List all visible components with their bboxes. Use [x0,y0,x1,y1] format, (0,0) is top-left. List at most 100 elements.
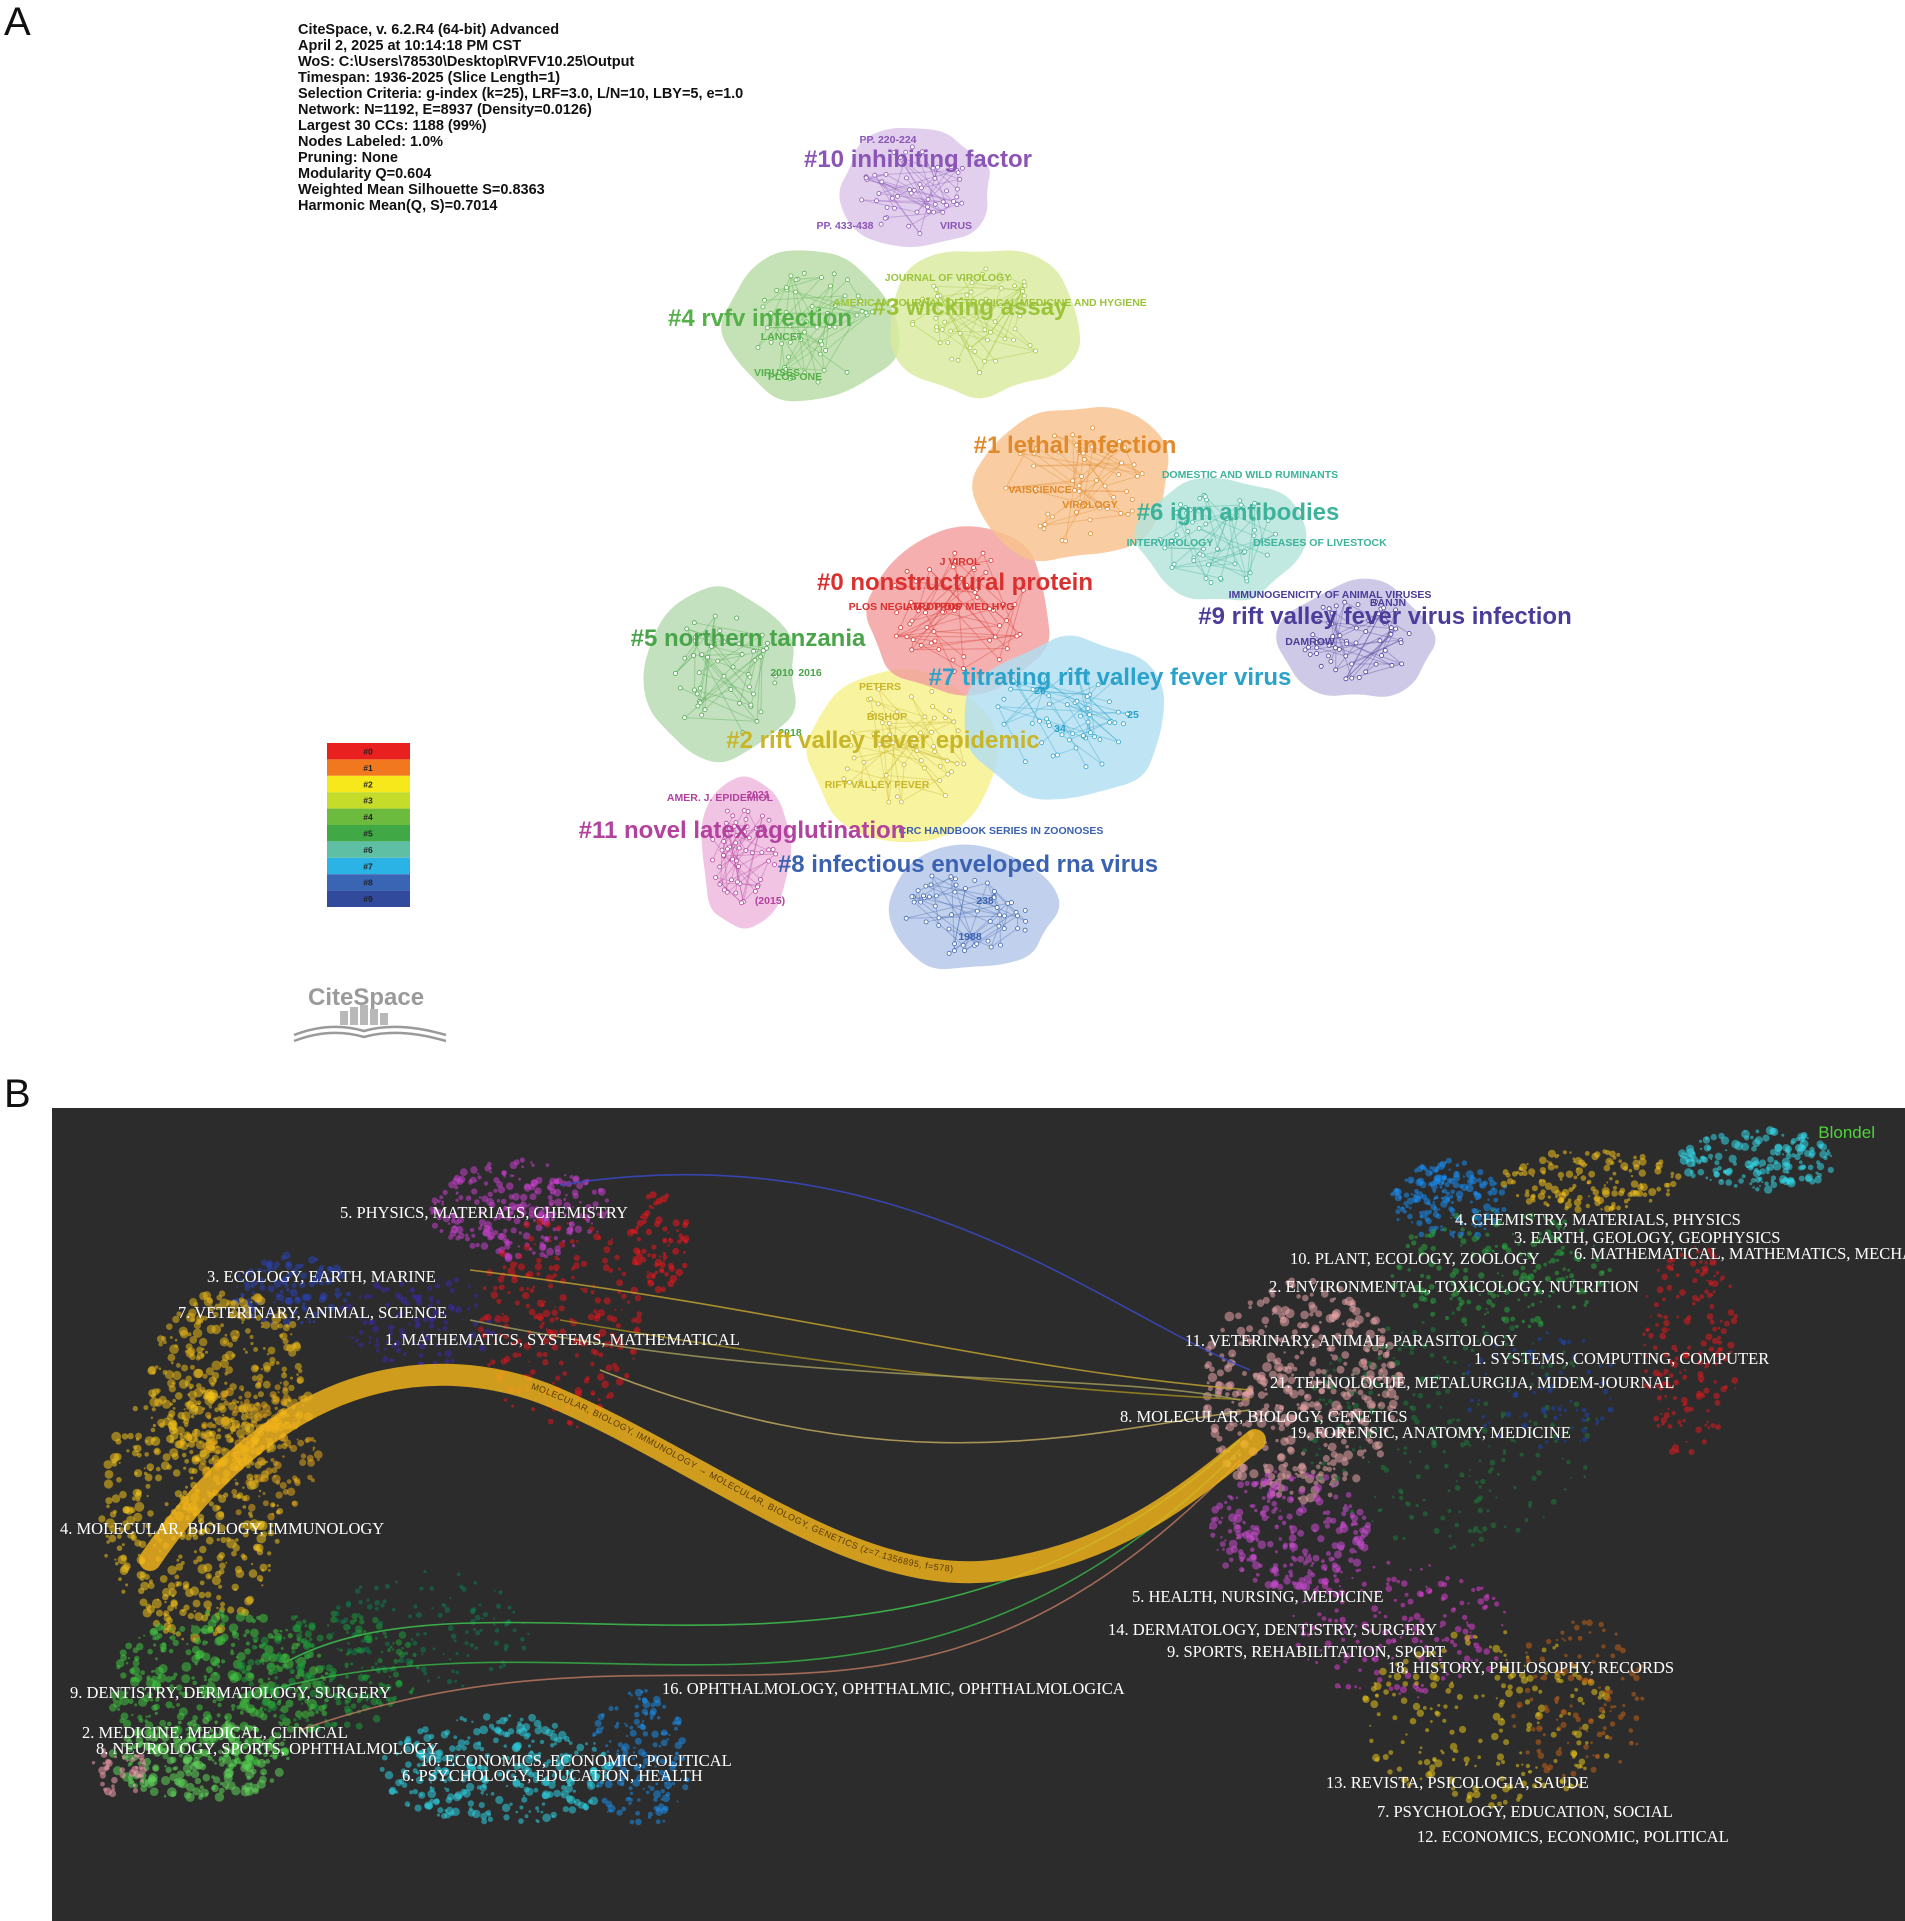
journal-point [282,1386,288,1392]
network-node [1075,671,1081,677]
journal-point [244,1285,251,1292]
node-label: LANCET [761,331,804,343]
journal-point [493,1640,499,1646]
journal-point [225,1366,234,1374]
journal-point [577,1213,583,1218]
journal-point [358,1330,364,1335]
journal-point [1584,1151,1590,1156]
cluster-edge [1335,639,1401,671]
network-node [815,379,821,385]
journal-point [245,1479,252,1486]
journal-point [542,1337,550,1345]
journal-point [152,1423,156,1428]
network-node [697,700,703,706]
journal-point [647,1769,651,1773]
network-node [949,164,954,170]
network-node [897,154,903,160]
network-node [741,808,747,813]
journal-point [301,1305,306,1310]
network-node [1045,511,1051,517]
network-node [1080,504,1085,510]
journal-point [277,1444,282,1450]
journal-point [145,1483,151,1489]
journal-point [280,1255,287,1261]
network-node [1017,313,1023,319]
journal-point [290,1615,297,1621]
network-node [1337,633,1343,638]
journal-point [102,1762,106,1765]
journal-point [469,1242,476,1249]
journal-point [1462,1175,1466,1178]
journal-point [1815,1171,1819,1175]
journal-point [140,1670,146,1676]
network-node [913,743,919,749]
journal-point [496,1298,502,1305]
network-node [734,858,739,864]
journal-point [653,1695,661,1704]
journal-point [250,1420,258,1428]
network-node [918,642,924,648]
journal-point [161,1733,170,1742]
cluster-edge [911,601,1015,606]
journal-point [675,1716,679,1720]
journal-point [111,1776,118,1784]
journal-point [170,1756,177,1763]
journal-point [355,1647,363,1654]
journal-point [312,1446,316,1450]
network-node [793,289,799,295]
cluster-7-blob [964,635,1165,800]
journal-point [629,1819,635,1825]
network-node [677,685,683,691]
network-node [1003,485,1009,491]
journal-point [250,1783,260,1793]
journal-point [394,1340,401,1347]
cluster-edge [699,689,732,702]
network-node [1076,449,1082,455]
journal-point [164,1600,167,1604]
cluster-edge [879,739,915,745]
journal-point [207,1575,211,1578]
journal-point [276,1654,284,1663]
journal-point [274,1675,279,1680]
journal-point [192,1680,198,1686]
journal-point [349,1619,355,1625]
journal-point [169,1402,173,1406]
journal-point [1476,1178,1482,1183]
cluster-edge [941,304,972,330]
journal-point [267,1551,272,1556]
journal-point [685,1777,690,1782]
journal-point [473,1293,479,1298]
network-node [918,730,923,736]
cluster-edge [723,853,776,857]
cluster-edge [1124,447,1138,477]
journal-point [410,1637,414,1641]
journal-point [137,1742,143,1748]
journal-point [618,1267,621,1271]
network-node [1336,647,1342,652]
network-node [721,852,726,858]
journal-point [271,1474,281,1484]
journal-point [262,1688,266,1692]
network-node [931,209,937,215]
cluster-edge [956,172,959,197]
journal-point [1717,1165,1722,1171]
panel-b-dual-map-overlay: B MOLECULAR, BIOLOGY, IMMUNOLOGY → MOLEC… [0,1070,1905,1921]
journal-point [142,1608,152,1618]
cluster-edge [911,633,1021,651]
journal-point [261,1642,269,1650]
journal-point [519,1805,524,1810]
journal-point [256,1366,259,1370]
journal-point [221,1754,232,1764]
network-node [911,899,917,905]
network-node [917,231,923,237]
network-node [1020,587,1026,593]
journal-point [126,1745,134,1752]
cluster-edge [697,653,743,707]
journal-point [192,1534,199,1540]
journal-point [554,1198,563,1207]
journal-point [450,1307,455,1312]
journal-point [269,1356,276,1364]
journal-point [539,1739,545,1745]
journal-point [413,1317,420,1323]
